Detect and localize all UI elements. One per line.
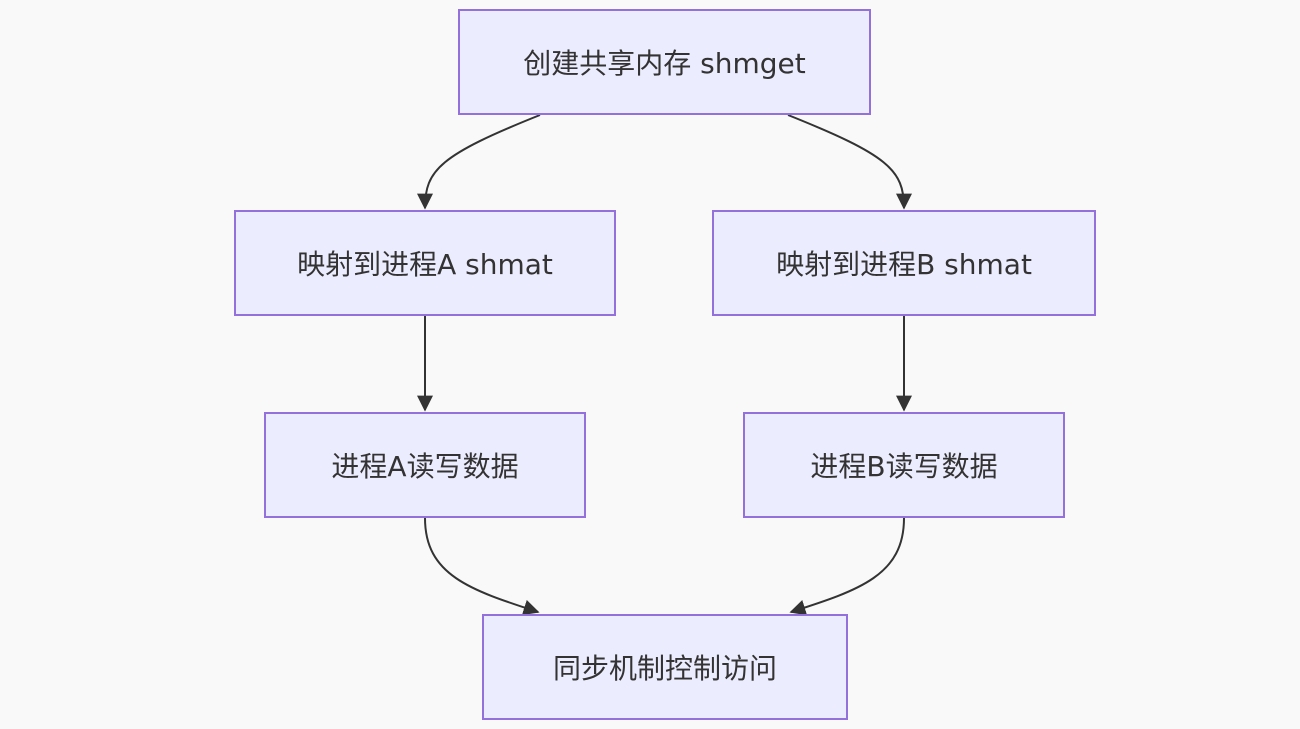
- node-label: 进程A读写数据: [331, 450, 519, 483]
- edge-rw-b-to-sync: [789, 517, 905, 616]
- node-label: 同步机制控制访问: [552, 652, 777, 685]
- edge-create-to-map-a: [417, 114, 541, 210]
- node-label: 进程B读写数据: [810, 450, 998, 483]
- edge-rw-a-to-sync: [424, 517, 540, 616]
- node-sync-access-control: 同步机制控制访问: [482, 614, 848, 720]
- node-label: 映射到进程A shmat: [297, 248, 553, 281]
- node-map-to-process-a: 映射到进程A shmat: [234, 210, 616, 316]
- node-label: 映射到进程B shmat: [776, 248, 1032, 281]
- edge-create-to-map-b: [787, 114, 912, 210]
- node-create-shared-memory: 创建共享内存 shmget: [458, 9, 871, 115]
- node-process-b-read-write: 进程B读写数据: [743, 412, 1065, 518]
- node-process-a-read-write: 进程A读写数据: [264, 412, 586, 518]
- node-map-to-process-b: 映射到进程B shmat: [712, 210, 1096, 316]
- node-label: 创建共享内存 shmget: [523, 47, 806, 80]
